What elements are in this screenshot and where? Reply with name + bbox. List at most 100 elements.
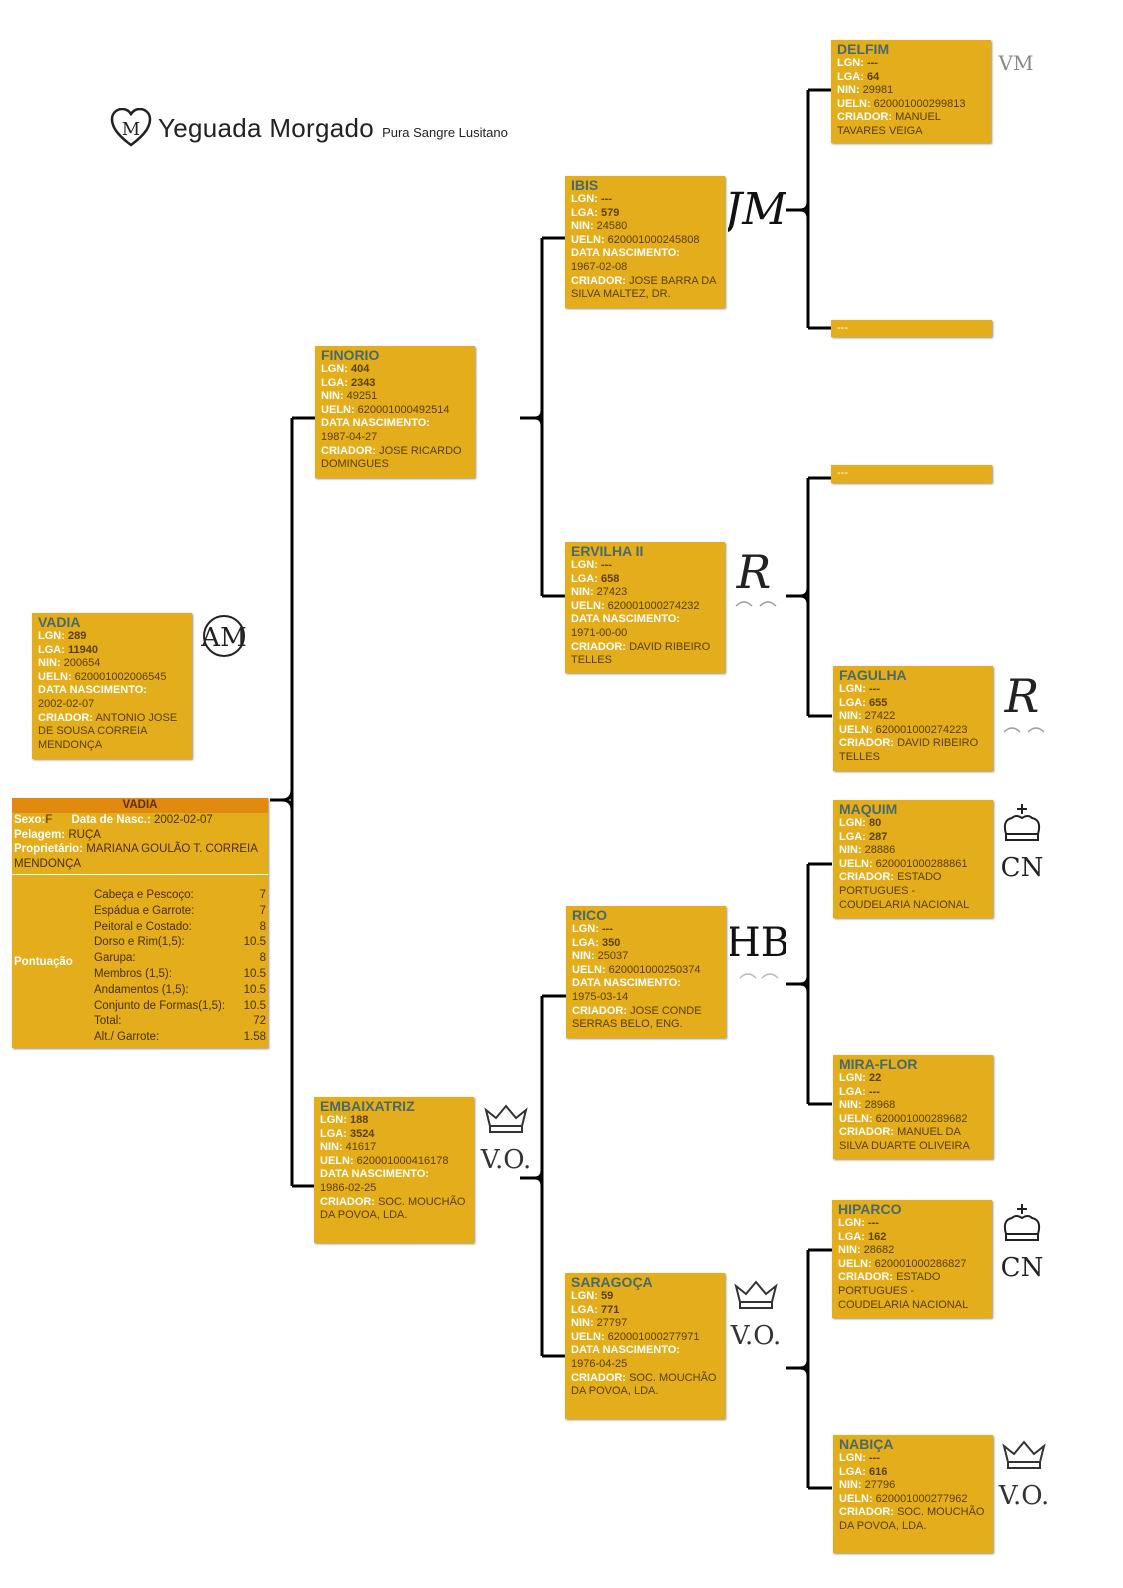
field-label-data: DATA NASCIMENTO: [38, 684, 147, 697]
field-value-criador: MANUEL DA SILVA DUARTE OLIVEIRA [839, 1126, 970, 1152]
card-sex-date-row: Sexo:F Data de Nasc.: 2002-02-07 [12, 813, 268, 828]
card-owner-row: Proprietário: MARIANA GOULÃO T. CORREIA … [12, 842, 268, 871]
field-value-ueln: 620001000245808 [607, 233, 700, 246]
field-value-criador: MANUEL TAVARES VEIGA [837, 111, 941, 137]
field-label-criador: CRIADOR: [571, 640, 626, 653]
card-title: VADIA [12, 798, 268, 813]
field-ueln: UELN: 620001000289682 [839, 1113, 988, 1127]
field-label-criador: CRIADOR: [839, 737, 894, 750]
brand-logo: M Yeguada Morgado Pura Sangre Lusitano [110, 108, 508, 148]
field-label-data: DATA NASCIMENTO: [572, 977, 681, 990]
score-item-label: Conjunto de Formas(1,5): [94, 999, 226, 1012]
field-value-ueln: 620001002006545 [74, 670, 167, 683]
field-label-lga: LGA: [837, 70, 864, 83]
field-criador: CRIADOR: MANUEL DA SILVA DUARTE OLIVEIRA [839, 1126, 988, 1153]
field-label-criador: CRIADOR: [839, 1126, 894, 1139]
coat-label: Pelagem: [14, 828, 66, 841]
brand-name: Yeguada Morgado [158, 112, 375, 143]
field-value-criador: ESTADO PORTUGUES - COUDELARIA NACIONAL [839, 871, 970, 911]
field-value-lgn: --- [600, 559, 612, 571]
field-value-lgn: --- [866, 57, 878, 69]
card-divider [12, 874, 268, 875]
field-value-criador: SOC. MOUCHÃO DA POVOA, LDA. [571, 1371, 717, 1398]
horse-name: VADIA [38, 614, 81, 630]
field-value-lga: 3524 [349, 1127, 375, 1140]
field-value-lgn: --- [601, 923, 613, 935]
field-label-lgn: LGN: [839, 1452, 866, 1464]
field-criador: CRIADOR: JOSE RICARDO DOMINGUES [321, 445, 470, 472]
field-ueln: UELN: 620001000277971 [571, 1331, 720, 1345]
field-nin: NIN: 28968 [839, 1099, 988, 1113]
field-nin: NIN: 27423 [571, 586, 720, 600]
field-criador: CRIADOR: JOSE BARRA DA SILVA MALTEZ, DR. [571, 275, 720, 302]
horse-name: MIRA-FLOR [839, 1056, 918, 1072]
horse-name: NABIÇA [839, 1436, 894, 1452]
field-value-criador: ESTADO PORTUGUES - COUDELARIA NACIONAL [838, 1271, 969, 1311]
field-label-criador: CRIADOR: [571, 274, 626, 287]
field-label-ueln: UELN: [38, 670, 72, 683]
score-item-value: 72 [253, 1015, 266, 1028]
field-data: DATA NASCIMENTO: [320, 1168, 469, 1182]
field-lgn: LGN: 80 [839, 817, 988, 831]
field-nin: NIN: 28682 [838, 1244, 987, 1258]
field-label-lga: LGA: [571, 206, 598, 219]
field-label-nin: NIN: [38, 657, 61, 670]
score-item-label: Peitoral e Costado: [94, 920, 192, 933]
mark-cn-text: CN [1001, 853, 1044, 883]
field-lgn: LGN: --- [839, 1452, 988, 1466]
field-value-lga: 350 [601, 936, 621, 949]
score-item-label: Total: [94, 1015, 122, 1028]
field-ueln: UELN: 620001000277962 [839, 1493, 988, 1507]
field-label-ueln: UELN: [839, 1112, 873, 1125]
field-value-lga: 11940 [67, 643, 98, 656]
field-lga: LGA: 2343 [321, 377, 470, 391]
field-value-nin: 27422 [864, 710, 896, 723]
horse-box-empty1[interactable]: --- [831, 320, 992, 337]
field-data: DATA NASCIMENTO: [38, 684, 187, 698]
field-value-ueln: 620001000286827 [874, 1257, 967, 1270]
field-nin: NIN: 27422 [839, 710, 988, 724]
field-lgn: LGN: 404 [321, 363, 470, 377]
field-nin: NIN: 41617 [320, 1141, 469, 1155]
score-row: Total: 72 [94, 1014, 266, 1030]
field-label-ueln: UELN: [572, 963, 606, 976]
sex-label: Sexo: [14, 814, 46, 826]
field-nin: NIN: 24580 [571, 220, 720, 234]
field-label-nin: NIN: [571, 1317, 594, 1330]
coat-value: RUÇA [68, 828, 101, 841]
score-item-value: 10.5 [243, 936, 266, 949]
horse-box-empty2[interactable]: --- [831, 465, 992, 483]
field-value-nin: 24580 [596, 220, 628, 233]
horse-name: FAGULHA [839, 667, 907, 683]
field-label-lga: LGA: [321, 376, 348, 389]
field-lga: LGA: --- [839, 1086, 988, 1100]
field-value-nin: 28968 [864, 1099, 896, 1112]
field-value-criador: ANTONIO JOSE DE SOUSA CORREIA MENDONÇA [38, 711, 178, 751]
mark-r-text: R [736, 545, 772, 599]
field-lga: LGA: 658 [571, 573, 720, 587]
field-value-criador: SOC. MOUCHÃO DA POVOA, LDA. [320, 1195, 466, 1222]
field-lga: LGA: 3524 [320, 1128, 469, 1142]
field-ueln: UELN: 620001000274223 [839, 724, 988, 738]
field-label-data: DATA NASCIMENTO: [571, 247, 680, 260]
svg-text:M: M [122, 119, 140, 140]
field-label-lga: LGA: [838, 1230, 865, 1243]
field-lga: LGA: 287 [839, 831, 988, 845]
field-value-data: 1971-00-00 [571, 626, 628, 639]
mark-vm-text: VM [998, 51, 1033, 75]
field-label-criador: CRIADOR: [572, 1004, 627, 1017]
